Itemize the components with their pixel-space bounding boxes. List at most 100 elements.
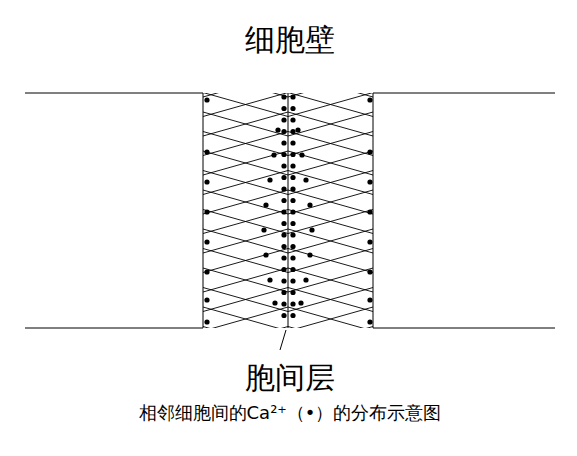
fiber-line [203,210,288,234]
figure-caption: 相邻细胞间的Ca²⁺（•）的分布示意图 [139,403,442,424]
calcium-ion-dot [367,179,372,184]
calcium-ion-dot [204,297,209,302]
calcium-ion-dot [367,319,372,324]
calcium-ion-dot [204,97,209,102]
calcium-ion-dot [298,300,303,305]
fiber-line [288,151,373,175]
fiber-line [288,229,373,253]
fiber-line [203,93,288,117]
fiber-line [288,327,373,329]
calcium-ion-dot [272,300,277,305]
calcium-ion-dot [281,94,286,99]
calcium-ion-dot [290,255,295,260]
fiber-line [203,151,288,175]
calcium-ion-dot [290,94,295,99]
fiber-line [288,210,373,234]
calcium-ion-dot [367,239,372,244]
calcium-ion-dot [303,277,308,282]
calcium-ion-dot [281,278,286,283]
fiber-line [203,190,288,214]
calcium-ion-dot [281,301,286,306]
calcium-ion-dot [263,202,268,207]
fiber-line [288,229,373,253]
calcium-ion-dot [290,198,295,203]
fiber-line [288,132,373,156]
fiber-line [288,112,373,136]
fiber-line [203,190,288,214]
calcium-ion-dot [204,149,209,154]
calcium-ion-dot [204,319,209,324]
fiber-line [288,268,373,292]
calcium-ion-dot [271,152,276,157]
fiber-line [288,190,373,214]
calcium-ion-dot [290,209,295,214]
fiber-line [288,249,373,273]
fiber-line [288,210,373,234]
calcium-ion-dot [290,221,295,226]
fiber-line [203,132,288,156]
fiber-line [203,249,288,273]
fiber-line [203,93,288,117]
calcium-ion-dot [281,244,286,249]
calcium-ion-dot [367,209,372,214]
calcium-ion-dot [290,267,295,272]
calcium-ion-dot [290,301,295,306]
calcium-ion-dot [367,297,372,302]
calcium-ion-dot [281,152,286,157]
calcium-ion-dot [281,163,286,168]
calcium-ion-dot [204,239,209,244]
calcium-ion-dot [290,244,295,249]
calcium-ion-dot [307,202,312,207]
cell-membrane-line [25,328,203,329]
fiber-line [288,112,373,136]
calcium-ion-dot [281,221,286,226]
fiber-line [203,307,288,328]
fiber-line [203,307,288,328]
calcium-ion-dot [281,290,286,295]
fiber-line [288,151,373,175]
calcium-ion-dot [204,179,209,184]
wall-edge [203,93,204,328]
calcium-ion-dot [281,232,286,237]
fiber-line [203,327,288,329]
fiber-line [288,190,373,214]
leader-line [280,330,286,350]
fiber-line [203,112,288,136]
fiber-line [288,268,373,292]
calcium-ion-dot [295,127,300,132]
calcium-ion-dot [281,129,286,134]
fiber-line [203,171,288,195]
fiber-line [203,132,288,156]
calcium-ion-dot [303,177,308,182]
fiber-line [288,307,373,328]
wall-edge [373,93,374,328]
middle-lamella-line [288,93,289,328]
calcium-ion-dot [281,117,286,122]
calcium-ion-dot [281,198,286,203]
calcium-ion-dot [290,152,295,157]
fiber-line [203,268,288,292]
calcium-ion-dot [281,313,286,318]
calcium-ion-dot [290,313,295,318]
fiber-line [288,288,373,312]
fiber-line [203,288,288,312]
fiber-line [288,93,373,117]
calcium-ion-dot [281,175,286,180]
calcium-ion-dot [261,227,266,232]
calcium-ion-dot [290,140,295,145]
calcium-ion-dot [290,290,295,295]
part-label: 细胞壁 [245,23,335,58]
calcium-ion-dot [290,117,295,122]
fiber-line [288,171,373,195]
fiber-line [288,249,373,273]
calcium-ion-dot [281,140,286,145]
fiber-line [288,93,373,117]
calcium-ion-dot [281,186,286,191]
fiber-line [203,229,288,253]
calcium-ion-dot [281,106,286,111]
calcium-ion-dot [290,175,295,180]
calcium-ion-dot [367,269,372,274]
calcium-ion-dot [204,209,209,214]
calcium-ion-dot [281,267,286,272]
fiber-line [288,132,373,156]
